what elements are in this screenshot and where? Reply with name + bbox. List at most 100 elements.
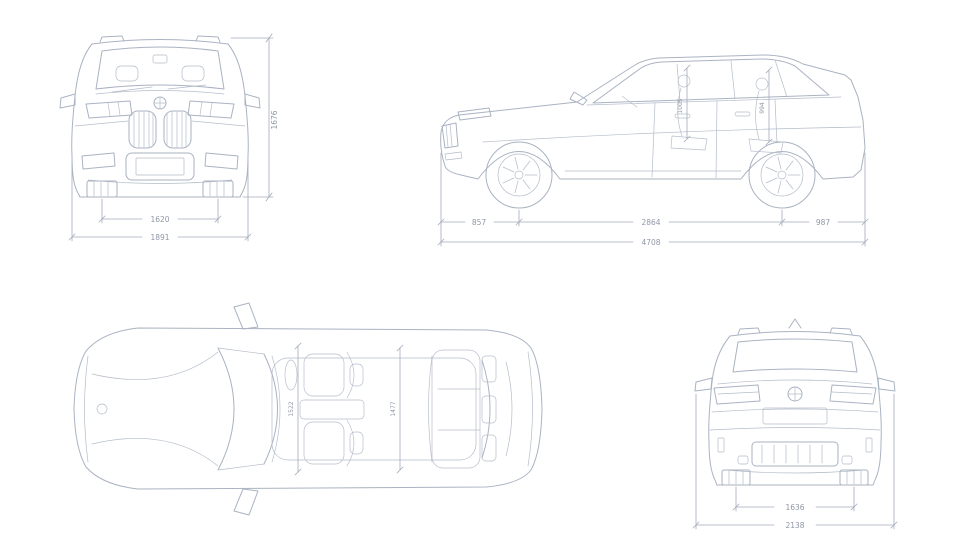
rear-bench bbox=[431, 349, 481, 469]
headrest-left bbox=[115, 65, 139, 82]
front-body-right bbox=[227, 43, 249, 198]
front-overhang-label: 857 bbox=[472, 218, 487, 227]
kidney-grille-left-bars bbox=[133, 111, 154, 148]
front-roof-rail-right bbox=[195, 35, 221, 43]
rear-track-ticks bbox=[732, 503, 858, 511]
exhaust-right bbox=[841, 455, 853, 465]
headrest-right bbox=[181, 65, 205, 82]
track-ticks bbox=[98, 215, 222, 223]
front-wheel-hub bbox=[514, 170, 524, 180]
rear-seat-back bbox=[755, 90, 760, 140]
license-recess bbox=[762, 407, 828, 425]
side-glass bbox=[592, 58, 830, 104]
rear-tread-left bbox=[728, 470, 744, 485]
top-view: 1522 1477 bbox=[73, 302, 543, 516]
steering-column bbox=[621, 95, 638, 108]
front-view-panel: 1676 1620 1891 bbox=[30, 4, 290, 256]
rear-mirror-right bbox=[877, 377, 896, 392]
rear-wheel-rim bbox=[760, 153, 804, 197]
passenger-headrest bbox=[349, 431, 364, 455]
side-view-panel: 1005 994 857 2864 987 4708 bbox=[425, 8, 925, 256]
track-label: 1620 bbox=[150, 215, 169, 224]
rear-headrest-left bbox=[481, 355, 497, 383]
rear-headroom-label: 994 bbox=[759, 102, 766, 114]
rear-interior-width-label: 1477 bbox=[390, 401, 397, 416]
rear-car-outline bbox=[694, 318, 896, 486]
height-label: 1676 bbox=[270, 110, 279, 129]
top-body bbox=[73, 327, 543, 490]
rear-headroom-ticks bbox=[765, 66, 773, 146]
kidney-grille-right-bars bbox=[166, 111, 187, 148]
side-character-line bbox=[482, 126, 862, 143]
side-kidney-grille bbox=[441, 122, 459, 149]
height-extension-lines bbox=[230, 37, 274, 198]
rear-seat-cushion bbox=[748, 138, 784, 154]
rear-wheel-spokes bbox=[765, 156, 801, 194]
driver-seat-back bbox=[346, 351, 355, 399]
front-car-outline bbox=[59, 35, 261, 198]
brand-roundel-cross bbox=[153, 96, 167, 110]
tailgate-shoulder bbox=[717, 379, 873, 385]
top-view-panel: 1522 1477 bbox=[48, 288, 560, 540]
width-ticks bbox=[68, 233, 252, 241]
rearview-mirror bbox=[152, 54, 168, 64]
hood-crease-upper bbox=[91, 351, 219, 380]
quarter-shutline bbox=[774, 99, 778, 144]
front-body-left bbox=[71, 43, 93, 198]
width-extension-lines bbox=[71, 161, 249, 242]
roof-outline bbox=[271, 357, 477, 461]
rear-mirror-left bbox=[694, 377, 713, 392]
rear-body-right bbox=[859, 335, 882, 486]
front-interior-width-ticks bbox=[294, 342, 302, 476]
rear-lip bbox=[725, 469, 865, 474]
width-label: 1891 bbox=[150, 233, 169, 242]
bumper-top-line bbox=[709, 427, 881, 431]
rear-headrest-right bbox=[481, 434, 497, 462]
diffuser-slats bbox=[761, 444, 823, 464]
headlight-right-detail bbox=[199, 101, 213, 117]
rear-door-shutline bbox=[715, 100, 718, 179]
rear-view: 1636 2138 bbox=[692, 318, 898, 530]
length-extension-lines bbox=[440, 152, 866, 247]
headlight-left-detail bbox=[107, 101, 121, 117]
mirror-bottom bbox=[233, 488, 259, 516]
taillight-right-detail bbox=[831, 391, 873, 395]
center-intake bbox=[125, 152, 195, 181]
side-intake-right bbox=[204, 152, 239, 170]
front-dimensions: 1676 1620 1891 bbox=[68, 33, 279, 242]
rear-bench-front-edge bbox=[428, 355, 433, 463]
front-seat-headrest bbox=[677, 74, 691, 88]
front-headroom-ticks bbox=[683, 64, 691, 143]
rear-window-arc-2 bbox=[505, 361, 513, 457]
windshield-base-arc bbox=[217, 347, 235, 471]
rear-window bbox=[732, 338, 858, 373]
wiper-left bbox=[111, 86, 153, 93]
rear-dimensions: 1636 2138 bbox=[692, 393, 898, 530]
rear-wheel-right bbox=[839, 469, 869, 486]
bumper-crease bbox=[74, 120, 246, 127]
side-interior-ghost bbox=[621, 74, 784, 154]
height-ticks bbox=[265, 33, 273, 202]
top-car-outline bbox=[73, 302, 543, 516]
rear-wheel-hub bbox=[777, 170, 787, 180]
top-dimensions: 1522 1477 bbox=[288, 342, 404, 476]
d-pillar bbox=[774, 59, 788, 98]
rear-roof bbox=[729, 331, 861, 337]
kidney-grille-right bbox=[163, 110, 192, 149]
top-interior bbox=[271, 349, 497, 469]
front-interior-width-label: 1522 bbox=[288, 401, 295, 416]
rear-diffuser bbox=[751, 441, 839, 467]
side-mirror-left bbox=[59, 93, 76, 109]
rear-roof-rail-right bbox=[829, 327, 853, 335]
side-body bbox=[440, 54, 866, 180]
front-roof bbox=[91, 39, 229, 45]
side-mirror bbox=[569, 91, 588, 106]
steering-wheel bbox=[284, 359, 298, 391]
rear-view-panel: 1636 2138 bbox=[660, 292, 930, 538]
taillight-right bbox=[829, 384, 877, 405]
passenger-seat-back bbox=[346, 419, 355, 467]
headlight-left bbox=[85, 100, 133, 119]
front-wheel-rim bbox=[497, 153, 541, 197]
tread-right bbox=[209, 181, 225, 197]
rear-seat-headrest bbox=[755, 77, 769, 91]
